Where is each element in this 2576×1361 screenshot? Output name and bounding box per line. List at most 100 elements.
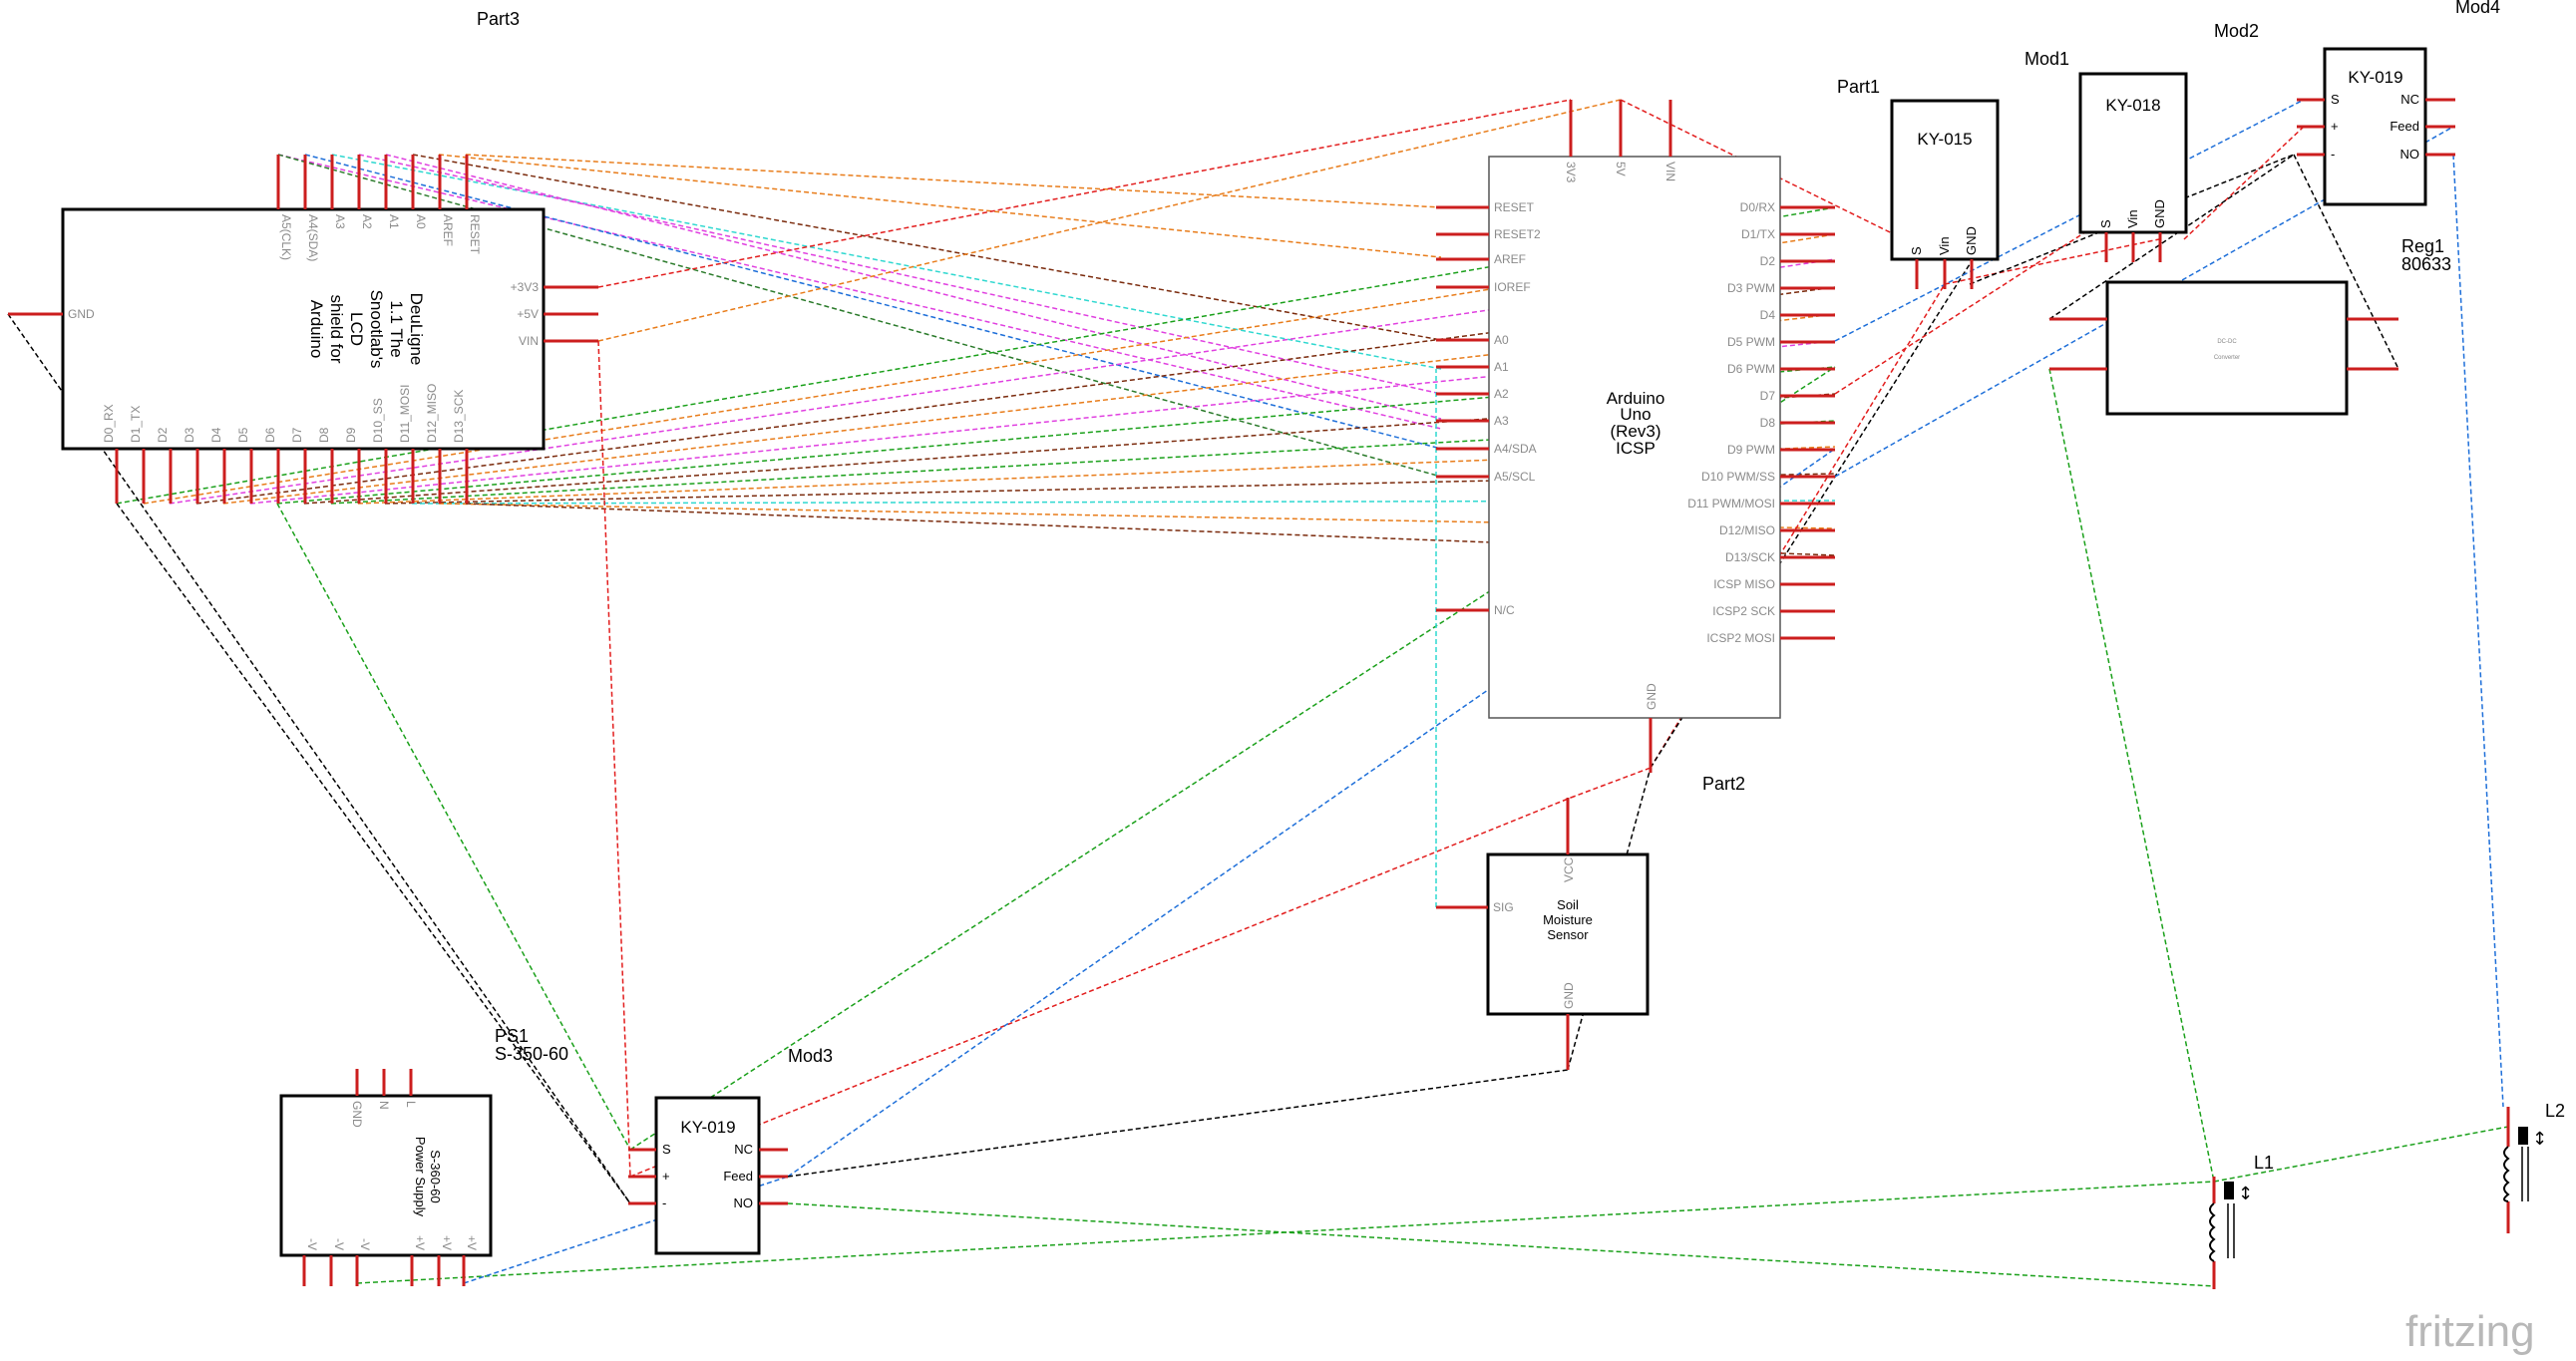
lcd-pin-label-d5: D5: [236, 427, 250, 443]
l1-label: L1: [2254, 1153, 2274, 1173]
part3-label: Part3: [477, 9, 520, 29]
lcd-pin-label-d11-mosi: D11_MOSI: [398, 385, 412, 443]
ky019-top-vcc-label: +: [2331, 119, 2339, 134]
ky019-bottom-body: [654, 1096, 761, 1255]
ky019-bottom-gnd-label: -: [662, 1195, 666, 1210]
arduino-left-pins: RESETRESET2AREFIOREFA0A1A2A3A4/SDAA5/SCL…: [1436, 200, 1541, 617]
power-supply-body: [279, 1094, 493, 1257]
soil-gnd-label: GND: [1562, 982, 1576, 1009]
l2-coil-icon: [2503, 1146, 2510, 1202]
lamp-l2[interactable]: L2 ↕: [2503, 1101, 2565, 1233]
ky015-title: KY-015: [1917, 130, 1972, 149]
ps-title-line1: S-360-60: [428, 1150, 443, 1202]
arduino-body: [1488, 156, 1781, 719]
part2-label: Part2: [1702, 774, 1745, 794]
lcd-pin-label-a2: A2: [360, 214, 374, 229]
wire-soil-gnd: [1567, 767, 1652, 1071]
ky019-bottom-part[interactable]: Mod3 KY-019 S + - NC Feed NO: [628, 1046, 833, 1255]
lcd-pin-label-a3: A3: [333, 214, 347, 229]
arduino-title-line2: Uno: [1620, 405, 1651, 424]
lcd-pin-label-reset: RESET: [468, 214, 482, 255]
wire-a1: [385, 154, 1442, 420]
ps-pin-label-3: +V: [413, 1235, 427, 1250]
ky015-part[interactable]: Part1 KY-015 S Vin GND: [1837, 77, 2000, 289]
lcd-pin-label-a4-sda: A4(SDA): [306, 214, 320, 261]
lcd-pin-label-d0-rx: D0_RX: [102, 404, 116, 443]
arduino-pin-label-d12-miso: D12/MISO: [1719, 523, 1775, 537]
ps-bottom-pins: -V-V-V+V+V+V: [302, 1235, 479, 1286]
arduino-pin-label-a3: A3: [1494, 414, 1509, 428]
lcd-title: DeuLigne 1.1 The Snootlab's LCD shield f…: [307, 290, 426, 369]
wire-ky015-relay: [1969, 154, 2295, 285]
wire-no-l1: [787, 1202, 2215, 1287]
ps-pin-label-4: +V: [440, 1235, 454, 1250]
lcd-title-line3: Snootlab's: [367, 290, 386, 369]
lcd-title-line1: DeuLigne: [407, 293, 426, 366]
lcd-pin-label-d7: D7: [290, 427, 304, 443]
wire-feed-gnd: [787, 1069, 1569, 1178]
mod1-label: Mod1: [2024, 49, 2069, 69]
arduino-pin-label-d13-sck: D13/SCK: [1725, 550, 1775, 564]
arduino-pin-label-d10-pwm-ss: D10 PWM/SS: [1701, 470, 1775, 484]
ky019-top-nc-label: NC: [2400, 92, 2419, 107]
ky019-bottom-s-label: S: [662, 1142, 671, 1157]
soil-title-line2: Moisture: [1543, 912, 1593, 927]
ky019-bottom-vcc-label: +: [662, 1169, 670, 1184]
arduino-pin-label-d0-rx: D0/RX: [1740, 200, 1775, 214]
l2-arrow-icon: ↕: [2532, 1129, 2547, 1150]
lamp-l1[interactable]: L1 ↕: [2209, 1153, 2274, 1289]
lcd-title-line2: 1.1 The: [387, 300, 406, 357]
soil-vcc-label: VCC: [1562, 856, 1576, 882]
arduino-pin-label-n-c: N/C: [1494, 603, 1515, 617]
wire-gnd-d0: [116, 503, 631, 1204]
wire-d12: [438, 503, 1836, 529]
ps1-value: S-350-60: [495, 1044, 568, 1064]
lcd-pin-label-d2: D2: [156, 427, 170, 443]
ky019-top-gnd-label: -: [2331, 147, 2335, 162]
ky019-top-part[interactable]: Mod4 KY-019 S + - NC Feed NO: [2297, 0, 2500, 206]
ky018-part[interactable]: Mod1 KY-018 S Vin GND: [2024, 49, 2188, 262]
wire-ky015-ky018: [1944, 238, 2160, 285]
l1-block-icon: [2224, 1182, 2234, 1199]
wire-d3: [195, 286, 1836, 505]
arduino-gnd-label: GND: [1645, 683, 1658, 710]
arduino-pin-label-3v3: 3V3: [1564, 162, 1578, 183]
wire-gnd-vin: [1650, 283, 1946, 769]
arduino-pin-label-5v: 5V: [1614, 162, 1628, 176]
ky015-s-label: S: [1909, 246, 1924, 255]
arduino-pin-label-d4: D4: [1760, 308, 1776, 322]
wire-soil-vcc: [1570, 767, 1652, 799]
wire-l1-l2: [2213, 1126, 2509, 1183]
wire-d2: [169, 258, 1836, 505]
wire-relay4-s: [1834, 99, 2305, 342]
arduino-pin-label-vin: VIN: [1663, 162, 1677, 181]
arduino-pin-label-icsp2-mosi: ICSP2 MOSI: [1706, 631, 1775, 645]
ky019-top-title: KY-019: [2348, 68, 2402, 87]
arduino-pin-label-a4-sda: A4/SDA: [1494, 442, 1537, 456]
ky019-top-s-label: S: [2331, 92, 2340, 107]
ky018-vin-label: Vin: [2125, 209, 2140, 228]
regulator-line2: Converter: [2214, 355, 2240, 361]
arduino-pin-label-d8: D8: [1760, 416, 1776, 430]
ky015-body: [1890, 99, 2000, 261]
regulator-part[interactable]: Reg1 80633 DC-DC Converter: [2049, 236, 2451, 416]
lcd-gnd-label: GND: [68, 307, 95, 321]
lcd-pin-label-vin: VIN: [519, 334, 539, 348]
soil-sig-label: SIG: [1493, 900, 1514, 914]
arduino-title-line4: ICSP: [1616, 439, 1656, 458]
wire-relay4-no: [2452, 154, 2504, 1108]
arduino-pin-label-a5-scl: A5/SCL: [1494, 470, 1536, 484]
arduino-pin-label-d1-tx: D1/TX: [1741, 227, 1775, 241]
soil-sensor-part[interactable]: Part2 Soil Moisture Sensor VCC SIG GND: [1436, 774, 1745, 1070]
lcd-pin-label-d4: D4: [209, 427, 223, 443]
lcd-pin-label-d3: D3: [183, 427, 196, 443]
arduino-pin-label-d11-pwm-mosi: D11 PWM/MOSI: [1687, 497, 1775, 510]
wire-d1: [143, 233, 1836, 505]
mod4-label: Mod4: [2455, 0, 2500, 17]
